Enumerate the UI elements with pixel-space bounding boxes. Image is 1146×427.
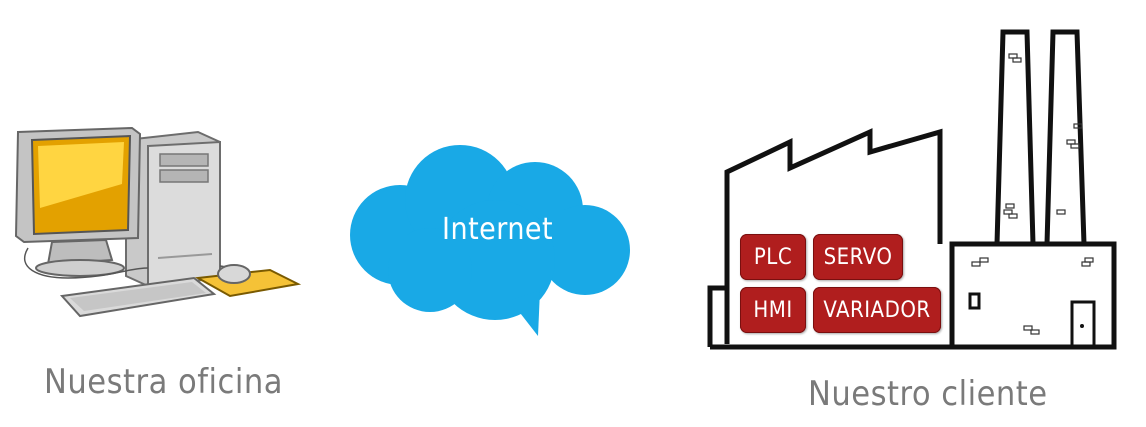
office-caption: Nuestra oficina [44,362,283,402]
internet-cloud [350,145,630,336]
factory-annex [949,241,1117,350]
factory-hall-outline [724,128,943,344]
pc-monitor [14,126,142,277]
client-caption: Nuestro cliente [808,374,1048,414]
pc-tower [125,130,221,288]
device-tag-hmi: HMI [740,287,806,333]
chimney-2 [1044,29,1087,245]
device-tag-plc: PLC [740,234,806,280]
factory-door [1070,300,1096,349]
chimney-1 [994,29,1036,245]
device-tag-variador: VARIADOR [813,287,941,333]
client-factory-illustration [707,29,1117,350]
pc-keyboard [59,276,217,318]
internet-label: Internet [442,212,554,247]
factory-window [968,292,981,310]
pc-mouse [217,264,251,284]
device-tag-servo: SERVO [813,234,903,280]
office-computer-illustration [14,126,302,318]
